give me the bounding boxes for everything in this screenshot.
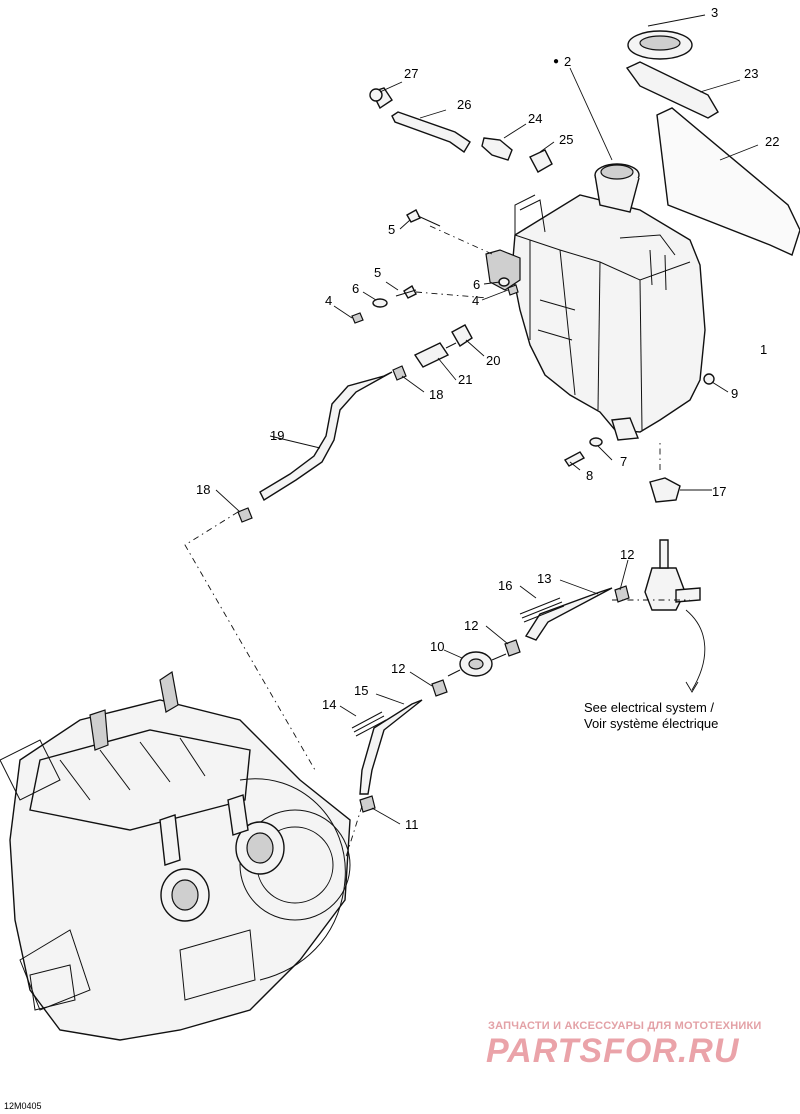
callout-19: 19 <box>270 428 285 443</box>
callout-21: 21 <box>458 372 473 387</box>
callout-13: 13 <box>537 571 552 586</box>
bottom-washer <box>589 437 603 447</box>
nut-left <box>351 312 364 324</box>
decal <box>656 107 800 256</box>
callout-10: 10 <box>430 639 445 654</box>
callout-1: 1 <box>760 342 768 357</box>
watermark-brand: PARTSFOR.RU <box>486 1032 740 1070</box>
tank-cap <box>627 30 693 60</box>
callout-4-left: 4 <box>325 293 333 308</box>
note-line-1: See electrical system / <box>584 700 715 715</box>
spring-upper <box>519 597 565 623</box>
oil-level-sensor <box>644 539 701 611</box>
callout-8: 8 <box>586 468 594 483</box>
clamp-lower <box>237 507 253 523</box>
callout-2: 2 <box>564 54 572 69</box>
side-grommet <box>703 373 715 385</box>
clamp-sensor <box>614 585 630 603</box>
vent-check-valve <box>369 87 393 110</box>
callout-3: 3 <box>711 5 719 20</box>
callout-22: 22 <box>765 134 780 149</box>
bolt-lower <box>395 284 417 299</box>
callout-23: 23 <box>744 66 759 81</box>
callout-5-upper: 5 <box>388 222 396 237</box>
callout-25: 25 <box>559 132 574 147</box>
engine <box>0 670 351 1041</box>
cap-gasket <box>625 61 719 119</box>
clamp-mid <box>504 639 521 657</box>
callout-27: 27 <box>404 66 419 81</box>
oil-drop-icon: ● <box>553 56 560 67</box>
callout-18-upper: 18 <box>429 387 444 402</box>
callout-18-lower: 18 <box>196 482 211 497</box>
oil-filter <box>447 651 507 677</box>
intake-left <box>160 868 210 922</box>
clamp-low <box>431 679 448 697</box>
spring-lower <box>351 711 387 737</box>
leader-lines <box>184 14 759 861</box>
intake-right <box>235 821 285 875</box>
bottom-grommet <box>649 477 681 503</box>
callout-12-mid: 12 <box>464 618 479 633</box>
callout-5-lower: 5 <box>374 265 382 280</box>
bottom-bolt <box>563 451 586 467</box>
washer <box>372 298 388 308</box>
callout-12-low: 12 <box>391 661 406 676</box>
callout-16: 16 <box>498 578 513 593</box>
callout-6-left: 6 <box>352 281 360 296</box>
outlet-fitting <box>413 342 457 368</box>
grommet-top <box>529 149 553 173</box>
callout-15: 15 <box>354 683 369 698</box>
nut-right <box>507 284 519 296</box>
watermark-tagline: ЗАПЧАСТИ И АКСЕССУАРЫ ДЛЯ МОТОТЕХНИКИ <box>488 1020 762 1032</box>
hose-fitting <box>481 137 513 161</box>
callout-11: 11 <box>405 817 419 832</box>
callout-12-sensor: 12 <box>620 547 635 562</box>
callout-9: 9 <box>731 386 739 401</box>
callout-24: 24 <box>528 111 543 126</box>
upper-oil-line <box>524 587 613 641</box>
electrical-system-note: See electrical system / Voir système éle… <box>584 700 718 732</box>
callout-14: 14 <box>322 697 337 712</box>
note-line-2: Voir système électrique <box>584 716 719 731</box>
callout-17: 17 <box>712 484 727 499</box>
callout-6-right: 6 <box>473 277 481 292</box>
clamp-bottom <box>359 795 376 813</box>
vent-hose <box>391 111 471 154</box>
bolt-upper <box>406 209 441 227</box>
oil-supply-hose <box>259 371 393 502</box>
oil-tank <box>485 163 706 441</box>
lower-oil-line <box>359 699 423 795</box>
washer-right <box>498 277 510 287</box>
callout-4-right: 4 <box>472 293 480 308</box>
callout-20: 20 <box>486 353 501 368</box>
diagram-reference: 12M0405 <box>4 1101 42 1111</box>
callout-26: 26 <box>457 97 472 112</box>
callout-7: 7 <box>620 454 628 469</box>
